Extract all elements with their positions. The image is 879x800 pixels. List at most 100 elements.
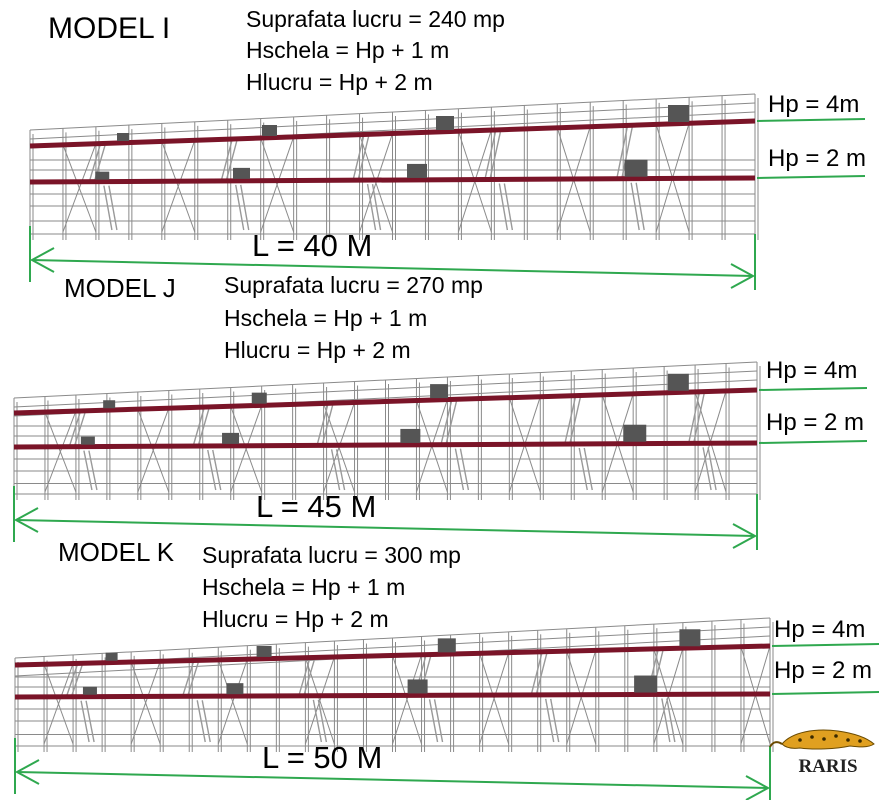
- handrail: [29, 93, 756, 131]
- ladder-rail: [621, 127, 633, 177]
- deck-box: [256, 645, 272, 657]
- deck-box: [233, 167, 250, 179]
- ladder-rail: [221, 141, 233, 180]
- ladder-rail: [201, 700, 211, 743]
- lower-deck: [14, 691, 771, 700]
- diagonal-brace: [130, 661, 161, 745]
- scaffold-frame: [29, 93, 866, 290]
- dimension-line: [16, 771, 769, 789]
- info-line-hlucru: Hlucru = Hp + 2 m: [202, 606, 389, 632]
- info-line-hlucru: Hlucru = Hp + 2 m: [224, 337, 411, 363]
- ladder-rail: [371, 184, 382, 231]
- ladder-rail: [193, 409, 205, 445]
- ladder-rail: [433, 699, 444, 743]
- info-line-area: Suprafata lucru = 300 mp: [202, 542, 461, 568]
- logo-text: RARIS: [798, 756, 857, 777]
- ladder-rail: [536, 653, 548, 694]
- diagonal-brace: [479, 652, 510, 745]
- model-i: MODEL I Suprafata lucru = 240 mp Hschela…: [29, 6, 866, 290]
- diagonal-brace: [217, 658, 248, 745]
- ladder-rail: [108, 185, 118, 231]
- length-label: L = 50 M: [262, 740, 382, 775]
- dimension-arrow: [13, 507, 39, 533]
- ladder-rail: [352, 136, 365, 179]
- deck-box: [668, 105, 689, 122]
- ladder-rail: [212, 449, 222, 491]
- deck-box: [95, 171, 110, 180]
- ladder-rail: [240, 184, 250, 231]
- ladder-rail: [312, 699, 323, 743]
- length-label: L = 45 M: [256, 489, 376, 524]
- dimension-arrow: [745, 775, 771, 800]
- ladder-rail: [357, 136, 370, 179]
- deck-box: [407, 163, 427, 178]
- ladder-rail: [330, 449, 341, 491]
- lower-deck: [29, 175, 756, 185]
- ladder-rail: [702, 447, 712, 491]
- ladder-rail: [531, 653, 543, 694]
- deck-box: [679, 629, 701, 647]
- upper-deck: [13, 387, 758, 416]
- ladder-rail: [707, 447, 717, 491]
- deck-box: [103, 400, 116, 409]
- ladder-rail: [321, 405, 334, 444]
- ladder-rail: [103, 185, 113, 231]
- deck-box: [430, 384, 449, 399]
- ladder-rail: [196, 700, 206, 743]
- ladder-rail: [198, 409, 210, 445]
- handrail: [13, 370, 758, 408]
- leopard-icon: [769, 729, 875, 750]
- ladder-rail: [298, 659, 311, 695]
- deck-box: [82, 686, 97, 695]
- hp-top-label: Hp = 4m: [768, 91, 859, 118]
- scaffold-frame: [14, 617, 879, 800]
- deck-box: [400, 428, 421, 443]
- hp-top-label: Hp = 4m: [766, 357, 857, 384]
- ladder-rail: [335, 449, 346, 491]
- hp-bottom-line: [758, 440, 868, 444]
- ladder-rail: [498, 183, 509, 231]
- deck-box: [623, 424, 647, 442]
- diagonal-brace: [62, 143, 97, 233]
- ladder-rail: [71, 665, 83, 695]
- ladder-rail: [503, 183, 514, 231]
- ladder-rail: [459, 448, 470, 491]
- deck-box: [80, 436, 95, 445]
- ladder-rail: [578, 447, 588, 491]
- ladder-rail: [74, 412, 86, 445]
- ladder-rail: [454, 448, 465, 491]
- model-title: MODEL K: [58, 537, 175, 567]
- handrail: [13, 361, 758, 399]
- hp-top-line: [771, 643, 879, 647]
- ladder-rail: [661, 698, 671, 743]
- deck-box: [407, 679, 428, 694]
- hp-top-label: Hp = 4m: [774, 616, 865, 643]
- ladder-rail: [688, 393, 700, 442]
- ladder-rail: [88, 450, 98, 491]
- hp-bottom-line: [771, 691, 879, 695]
- ladder-rail: [207, 449, 217, 491]
- deck-box: [262, 125, 277, 136]
- info-line-area: Suprafata lucru = 240 mp: [246, 6, 505, 32]
- hp-bottom-label: Hp = 2 m: [768, 145, 866, 172]
- dimension-arrow: [29, 247, 55, 273]
- ladder-rail: [89, 145, 101, 180]
- diagonal-brace: [359, 133, 393, 233]
- length-label: L = 40 M: [252, 228, 372, 263]
- ladder-rail: [317, 699, 328, 743]
- diagonal-brace: [304, 656, 335, 745]
- diagonal-brace: [392, 654, 423, 745]
- scaffold-frame: [13, 361, 868, 550]
- ladder-rail: [445, 401, 458, 443]
- ladder-rail: [69, 412, 81, 445]
- dimension-arrow: [14, 759, 40, 785]
- model-title: MODEL J: [64, 273, 176, 303]
- hp-top-line: [758, 387, 868, 391]
- ladder-rail: [484, 131, 497, 178]
- ladder-rail: [666, 698, 676, 743]
- deck-box: [105, 652, 118, 661]
- hp-bottom-label: Hp = 2 m: [774, 657, 872, 684]
- ladder-rail: [85, 700, 95, 743]
- deck-box: [437, 638, 456, 653]
